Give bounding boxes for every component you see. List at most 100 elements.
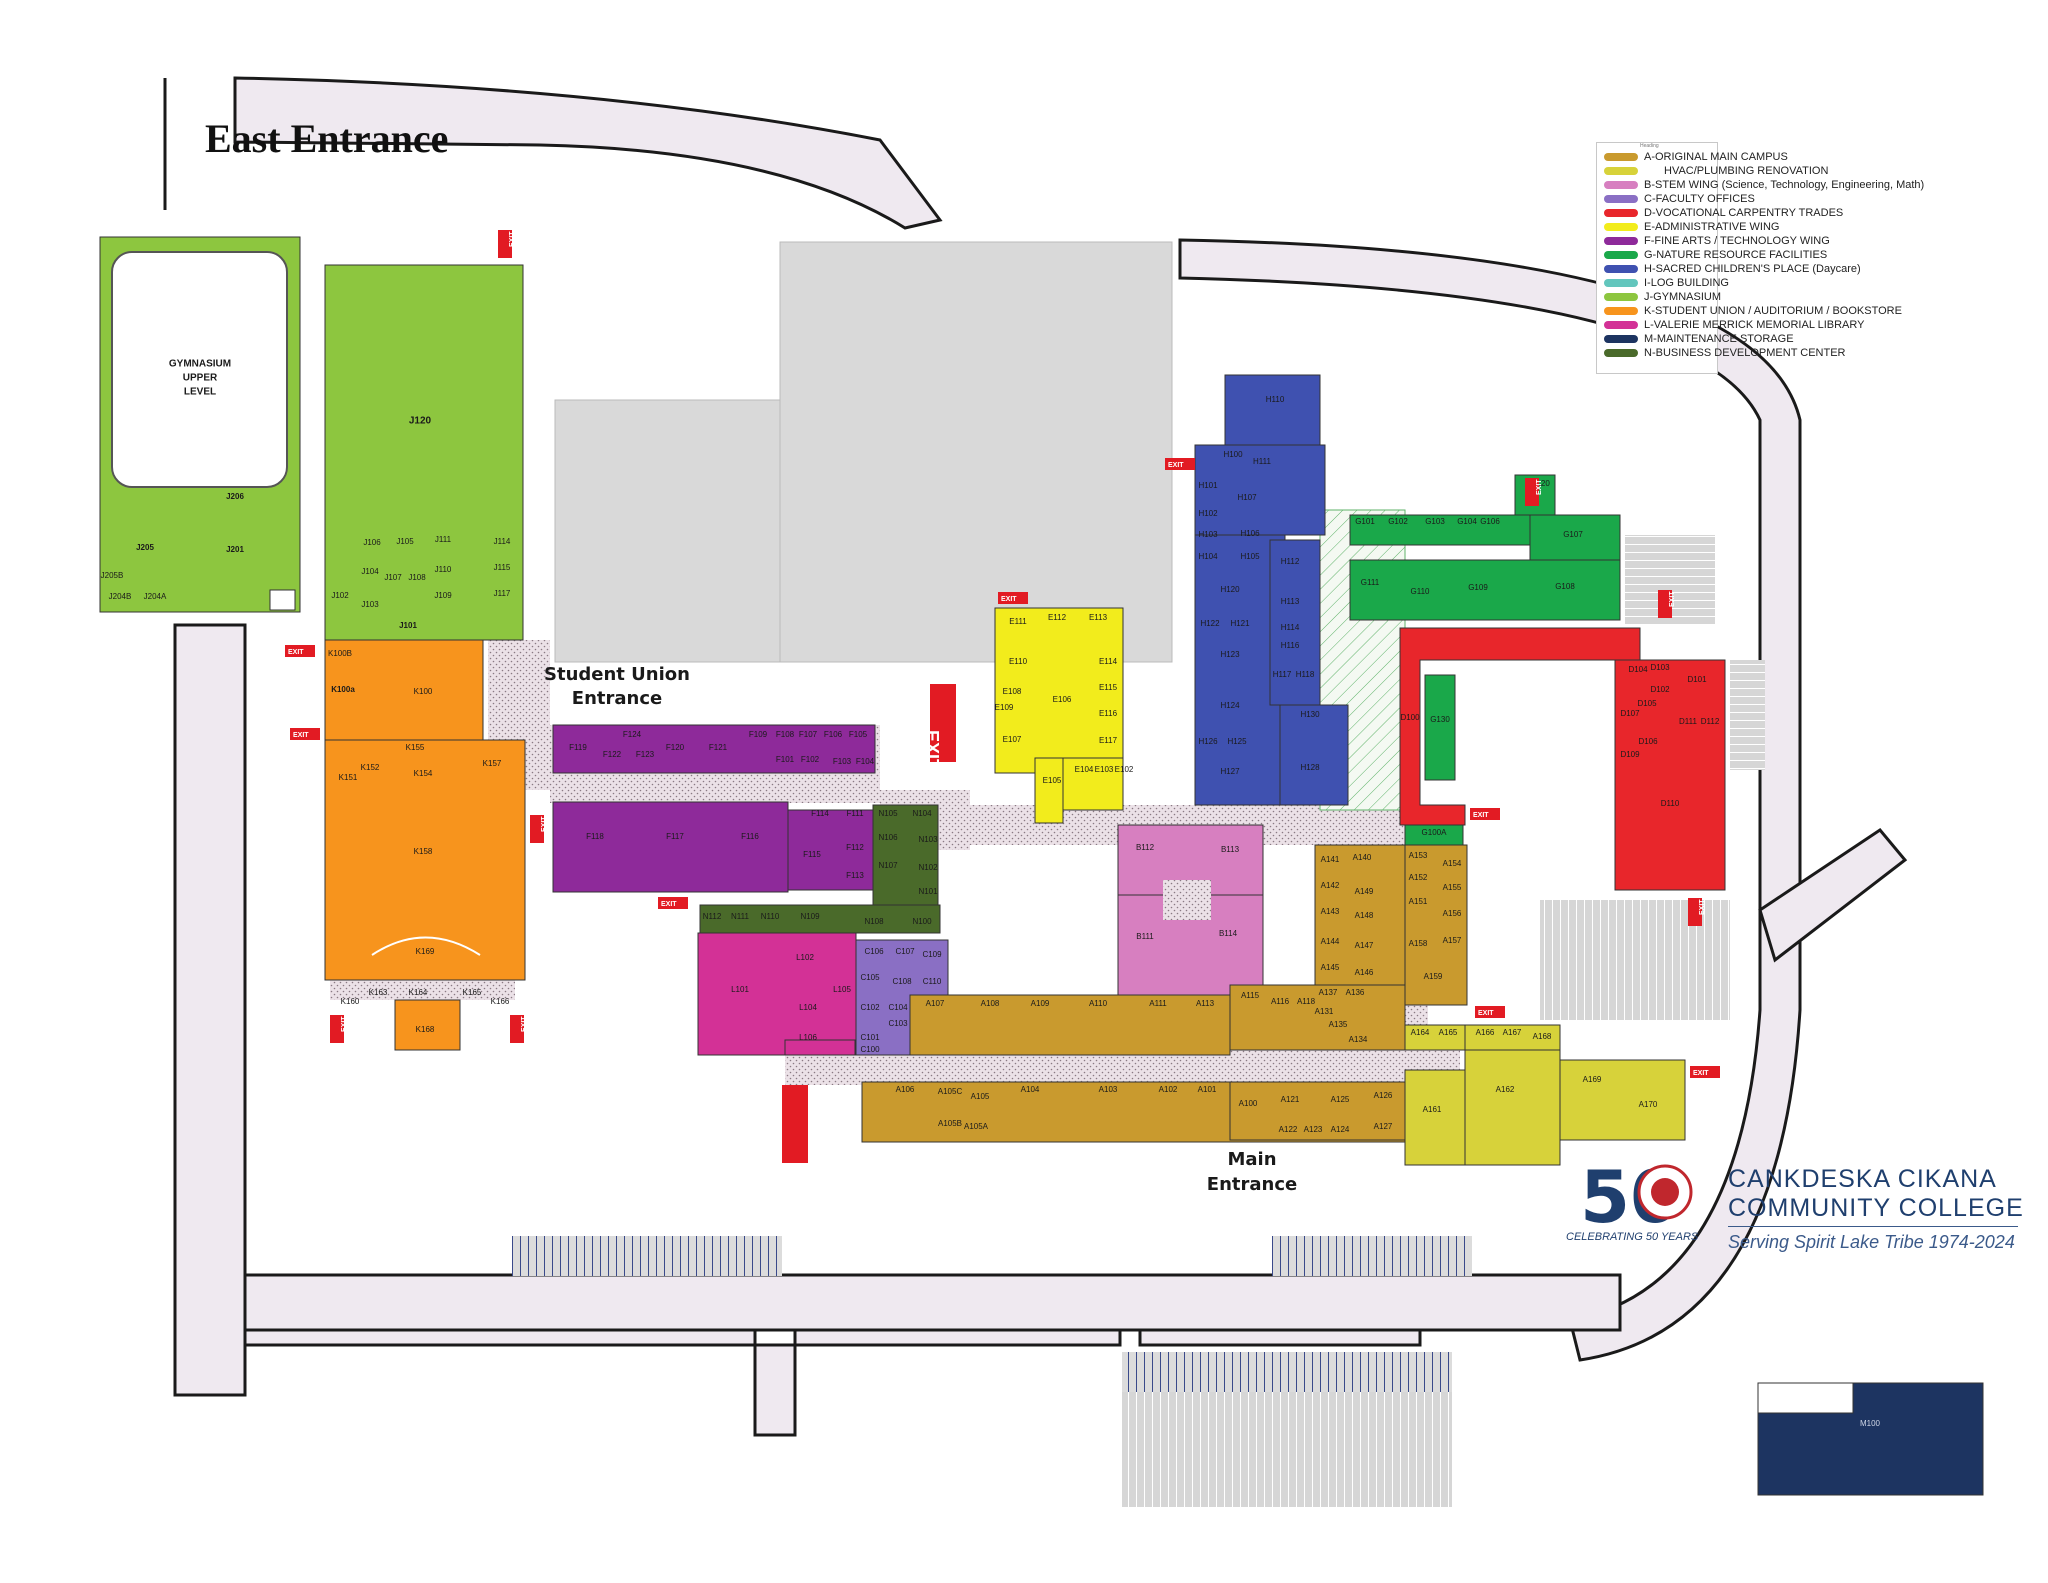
room-label: H127 xyxy=(1220,767,1240,776)
room-label: H121 xyxy=(1230,619,1250,628)
legend-label: F-FINE ARTS / TECHNOLOGY WING xyxy=(1644,235,1830,247)
room-label: H116 xyxy=(1281,641,1300,650)
room-label: J101 xyxy=(399,621,417,630)
legend-swatch xyxy=(1604,335,1638,343)
room-label: H122 xyxy=(1200,619,1220,628)
room-label: N102 xyxy=(918,863,938,872)
room-label: G110 xyxy=(1411,587,1431,596)
legend-item: H-SACRED CHILDREN'S PLACE (Daycare) xyxy=(1604,262,2024,276)
south-road-segment-a xyxy=(243,1328,1122,1437)
legend-item: G-NATURE RESOURCE FACILITIES xyxy=(1604,248,2024,262)
room-label: A137 xyxy=(1319,988,1338,997)
svg-text:EXIT: EXIT xyxy=(293,732,309,739)
room-label: H114 xyxy=(1281,623,1300,632)
exit-sign: EXIT xyxy=(998,592,1028,604)
room-label: F120 xyxy=(666,743,685,752)
room-label: H123 xyxy=(1220,650,1240,659)
room-label: G120 xyxy=(1530,479,1550,488)
room-label: L105 xyxy=(833,985,851,994)
room-label: A168 xyxy=(1533,1032,1552,1041)
building-j-gymnasium xyxy=(99,236,524,641)
room-label: H107 xyxy=(1237,493,1257,502)
room-label: N101 xyxy=(918,887,938,896)
exit-markers: EXIT EXIT EXIT EXIT EXIT EXIT EXIT EXIT … xyxy=(285,230,1720,1163)
room-label: K158 xyxy=(414,847,433,856)
room-label: J204A xyxy=(144,592,167,601)
legend-item: D-VOCATIONAL CARPENTRY TRADES xyxy=(1604,206,2024,220)
room-label: A107 xyxy=(926,999,945,1008)
room-label: A157 xyxy=(1443,936,1462,945)
room-label: A170 xyxy=(1639,1100,1658,1109)
room-label: N109 xyxy=(800,912,820,921)
room-label: G100A xyxy=(1422,828,1448,837)
emblem-ribbon: CELEBRATING 50 YEARS xyxy=(1566,1231,1699,1243)
room-label: K168 xyxy=(416,1025,435,1034)
legend-item: HVAC/PLUMBING RENOVATION xyxy=(1604,164,2024,178)
room-label: C100 xyxy=(860,1045,880,1054)
svg-text:EXIT: EXIT xyxy=(509,231,516,247)
room-label: A105 xyxy=(971,1092,990,1101)
room-label: J111 xyxy=(435,535,452,544)
perimeter-road-south xyxy=(243,1273,1622,1332)
room-label: D112 xyxy=(1701,717,1720,726)
room-label: H113 xyxy=(1281,597,1300,606)
brand-divider xyxy=(1728,1226,2018,1227)
room-label: E115 xyxy=(1099,683,1118,692)
room-label: A110 xyxy=(1089,999,1108,1008)
room-label: J108 xyxy=(408,573,426,582)
room-label: F116 xyxy=(741,832,759,841)
room-label: A122 xyxy=(1279,1125,1298,1134)
room-label: F101 xyxy=(776,755,795,764)
room-label: K155 xyxy=(406,743,425,752)
room-label: G101 xyxy=(1355,517,1375,526)
room-label: E102 xyxy=(1115,765,1134,774)
room-label: C105 xyxy=(860,973,880,982)
room-label: M100 xyxy=(1860,1419,1881,1428)
room-label: A166 xyxy=(1476,1028,1495,1037)
room-label: E106 xyxy=(1053,695,1072,704)
building-k-student-union xyxy=(324,639,526,1051)
legend-swatch xyxy=(1604,349,1638,357)
legend-item: A-ORIGINAL MAIN CAMPUS xyxy=(1604,150,2024,164)
room-label: J106 xyxy=(363,538,381,547)
room-label: A164 xyxy=(1411,1028,1430,1037)
south-parking-east xyxy=(1272,1236,1472,1276)
student-union-entrance-label-line2: Entrance xyxy=(572,688,662,709)
room-label: C104 xyxy=(888,1003,908,1012)
room-label: F111 xyxy=(846,809,864,818)
room-label: E103 xyxy=(1095,765,1114,774)
svg-text:EXIT: EXIT xyxy=(521,1016,528,1032)
room-label: A148 xyxy=(1355,911,1374,920)
exit-sign: EXIT xyxy=(1690,1066,1720,1078)
exit-sign: EXIT xyxy=(1470,808,1500,820)
room-label: D100 xyxy=(1400,713,1420,722)
room-label: D105 xyxy=(1637,699,1657,708)
room-label: D107 xyxy=(1620,709,1640,718)
room-label: D110 xyxy=(1661,799,1680,808)
room-label: G108 xyxy=(1555,582,1575,591)
building-b-stem xyxy=(1117,824,1264,996)
legend-label: J-GYMNASIUM xyxy=(1644,291,1721,303)
legend-item: M-MAINTENANCE STORAGE xyxy=(1604,332,2024,346)
room-label: F109 xyxy=(749,730,768,739)
room-label: F106 xyxy=(824,730,843,739)
room-label: H110 xyxy=(1266,395,1285,404)
building-g-natural-resources xyxy=(1349,474,1621,846)
room-label: A105B xyxy=(938,1119,962,1128)
room-label: G102 xyxy=(1388,517,1408,526)
room-label: B114 xyxy=(1219,929,1238,938)
room-label: C109 xyxy=(922,950,942,959)
map-title: East Entrance xyxy=(205,116,448,161)
room-label: J104 xyxy=(361,567,379,576)
legend-swatch xyxy=(1604,167,1638,175)
room-label: K100a xyxy=(331,685,355,694)
legend-label: M-MAINTENANCE STORAGE xyxy=(1644,333,1794,345)
room-label: H126 xyxy=(1198,737,1218,746)
legend-swatch xyxy=(1604,265,1638,273)
room-label: F113 xyxy=(846,871,864,880)
room-label: A135 xyxy=(1329,1020,1348,1029)
room-label: H120 xyxy=(1220,585,1240,594)
legend-label: C-FACULTY OFFICES xyxy=(1644,193,1755,205)
room-label: K100B xyxy=(328,649,352,658)
room-label: E104 xyxy=(1075,765,1094,774)
